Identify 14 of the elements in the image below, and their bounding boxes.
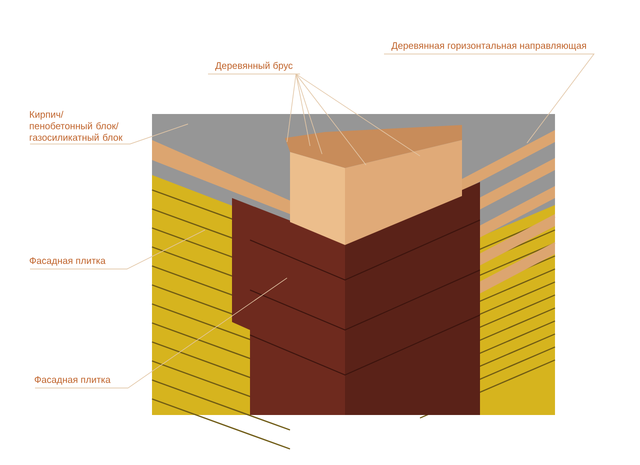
leader-line [34, 278, 288, 388]
leader-line [296, 74, 366, 166]
label-text: Фасадная плитка [30, 257, 106, 266]
leader-line [296, 74, 322, 154]
leader-line [296, 74, 420, 156]
label-text: Деревянный брус [215, 62, 293, 71]
label-text: Фасадная плитка [34, 376, 111, 385]
leader-line [384, 54, 595, 144]
leader-line [208, 74, 300, 142]
leader-line [296, 74, 310, 146]
leader-line [30, 124, 188, 144]
leader-line [30, 230, 206, 270]
label-text: Кирпич/ пенобетонный блок/ газосиликатный блок [30, 110, 123, 141]
label-text: Деревянная горизонтальная направляющая [391, 42, 586, 51]
